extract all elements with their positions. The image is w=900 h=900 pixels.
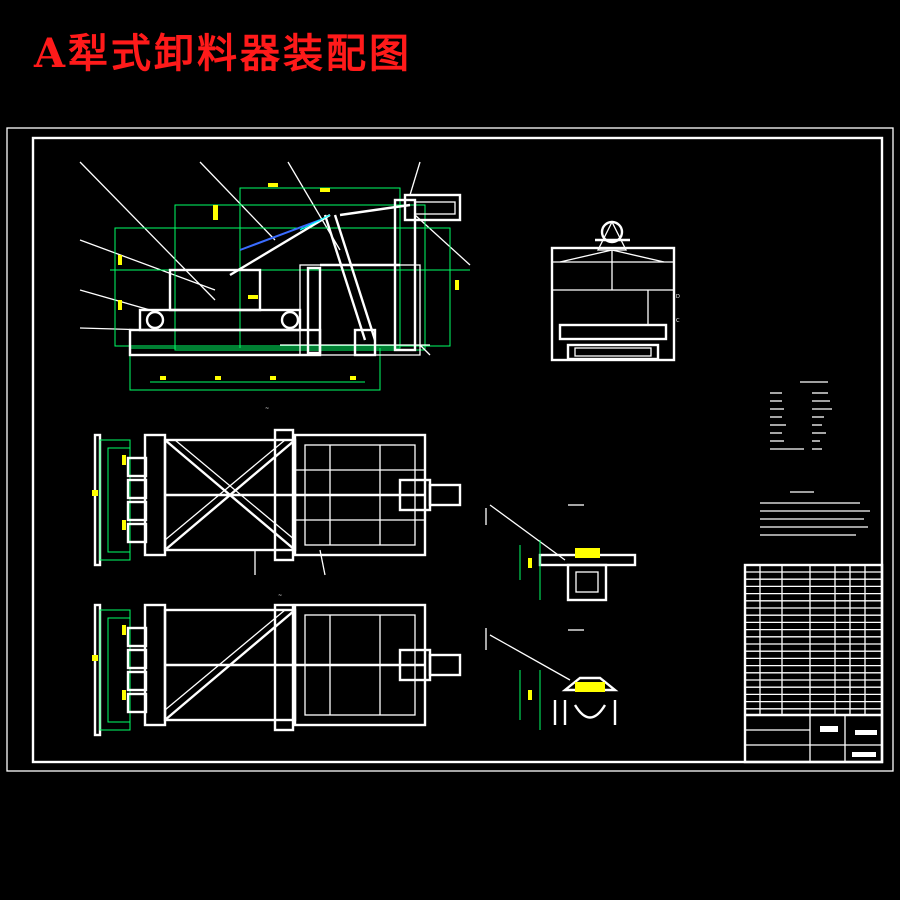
technical-parameters-table	[770, 381, 832, 450]
section-c-c	[485, 628, 619, 730]
top-view-2	[92, 603, 462, 737]
section-b-b	[485, 504, 637, 602]
technical-requirements-notes	[760, 491, 870, 536]
front-elevation-view: ~	[79, 161, 471, 412]
svg-text:~: ~	[278, 593, 282, 599]
sheet-border	[6, 127, 894, 772]
svg-text:C: C	[676, 318, 680, 324]
top-view-1: ~	[92, 428, 462, 599]
parts-list-and-title-block	[743, 563, 884, 764]
svg-text:D: D	[676, 294, 680, 300]
side-view: D C	[550, 220, 680, 362]
drawing-title: A犁式卸料器装配图	[34, 30, 413, 77]
front-view-caption: ~	[265, 406, 269, 412]
